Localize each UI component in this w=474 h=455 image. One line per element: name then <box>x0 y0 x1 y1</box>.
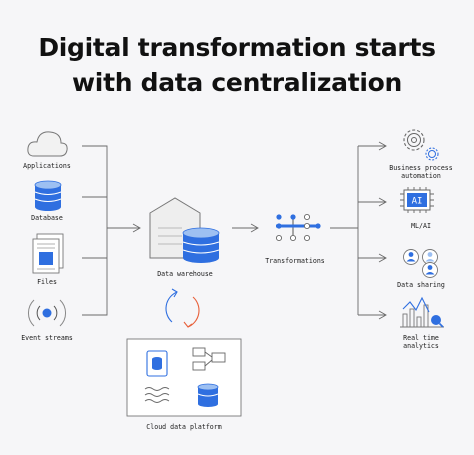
cloud-data-platform: Cloud data platform <box>126 338 242 431</box>
title-line-1: Digital transformation starts <box>38 33 436 62</box>
output-label-line2: analytics <box>403 342 439 350</box>
output-business-process: Business process automation <box>389 129 453 180</box>
transformations-icon <box>275 213 321 242</box>
source-connectors <box>82 145 358 316</box>
warehouse-icon <box>149 197 220 263</box>
source-label: Database <box>31 214 63 222</box>
page-title: Digital transformation starts with data … <box>0 30 474 100</box>
sync-arrows-icon <box>165 288 200 328</box>
title-line-2: with data centralization <box>72 68 402 97</box>
people-icon <box>403 249 438 278</box>
output-label-line1: Business process <box>389 164 453 172</box>
database-icon <box>34 180 62 211</box>
transformations: Transformations <box>265 213 325 265</box>
database-icon <box>197 383 219 407</box>
files-icon <box>32 233 64 274</box>
event-stream-icon <box>28 299 66 327</box>
transform-label: Transformations <box>265 257 325 265</box>
output-data-sharing: Data sharing <box>397 249 445 289</box>
output-label-line2: automation <box>401 172 441 180</box>
source-applications: Applications <box>23 131 71 170</box>
source-label: Files <box>37 278 57 286</box>
output-connectors <box>357 141 387 320</box>
cloud-icon <box>27 131 68 157</box>
source-files: Files <box>32 233 64 286</box>
analytics-icon <box>400 296 444 328</box>
output-real-time-analytics: Real time analytics <box>400 296 444 350</box>
ai-chip-icon: AI <box>400 187 434 213</box>
output-label-line1: ML/AI <box>411 222 431 230</box>
storage-icon <box>146 350 168 377</box>
gears-icon <box>403 129 439 161</box>
output-ml-ai: AI ML/AI <box>400 187 434 230</box>
source-database: Database <box>31 180 63 222</box>
source-event-streams: Event streams <box>21 299 73 342</box>
output-label-line1: Real time <box>403 334 439 342</box>
data-lake-icon <box>144 387 170 403</box>
output-label-line1: Data sharing <box>397 281 445 289</box>
platform-label: Cloud data platform <box>146 423 221 431</box>
schema-icon <box>192 347 226 371</box>
platform-box <box>126 338 242 417</box>
ai-chip-text: AI <box>412 197 423 207</box>
warehouse-label: Data warehouse <box>157 270 213 278</box>
source-label: Event streams <box>21 334 73 342</box>
data-warehouse: Data warehouse <box>149 197 220 278</box>
source-label: Applications <box>23 162 71 170</box>
